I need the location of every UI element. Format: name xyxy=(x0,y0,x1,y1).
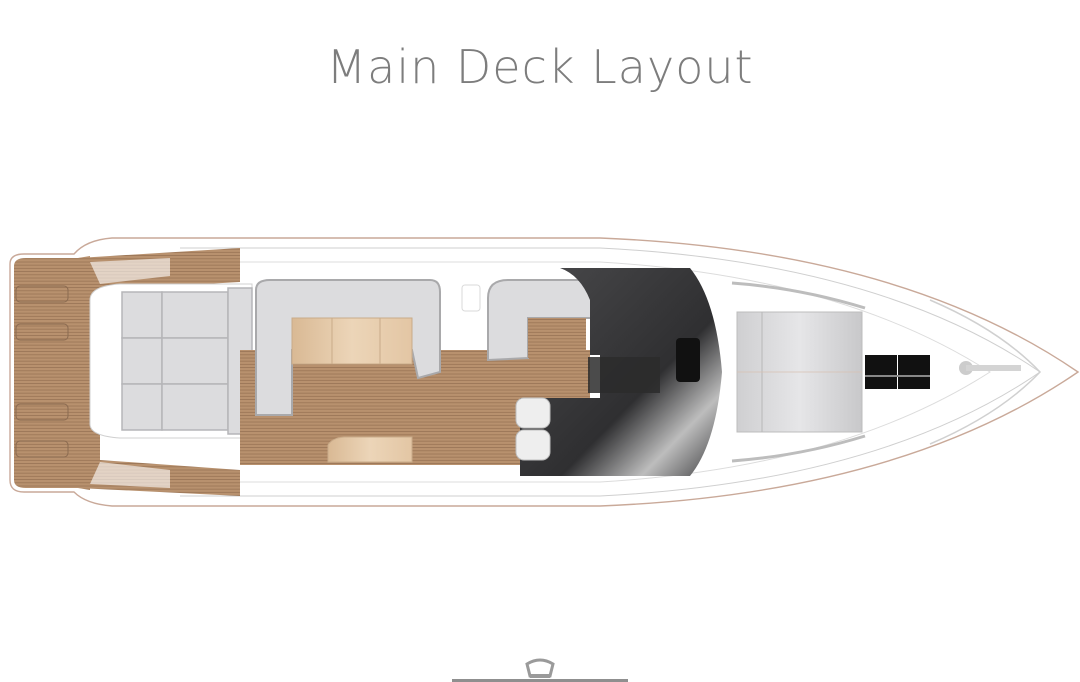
helm-seats xyxy=(515,397,551,461)
page-title: Main Deck Layout xyxy=(326,40,754,94)
companionway-steps xyxy=(588,357,660,393)
aft-cockpit-teak xyxy=(78,248,240,496)
galley-counter xyxy=(327,436,413,463)
grab-rail-port xyxy=(731,281,866,310)
helm-console xyxy=(676,338,700,382)
swim-platform-teak xyxy=(14,256,90,490)
sunpad-cushions xyxy=(121,287,253,435)
locker xyxy=(461,284,481,312)
grab-rail-starboard xyxy=(731,434,866,463)
side-deck-line xyxy=(240,261,991,483)
bow-rail xyxy=(929,299,1042,445)
brand-logo xyxy=(452,679,628,682)
foredeck-hatch xyxy=(865,355,897,389)
anchor-chain-run xyxy=(966,365,1021,371)
platform-vents xyxy=(15,285,69,458)
cockpit-table xyxy=(291,317,413,365)
cockpit-teak-floor xyxy=(240,350,590,465)
wet-bar-teak xyxy=(528,318,586,358)
foredeck-hatch xyxy=(898,355,930,389)
crown-icon xyxy=(525,658,555,678)
